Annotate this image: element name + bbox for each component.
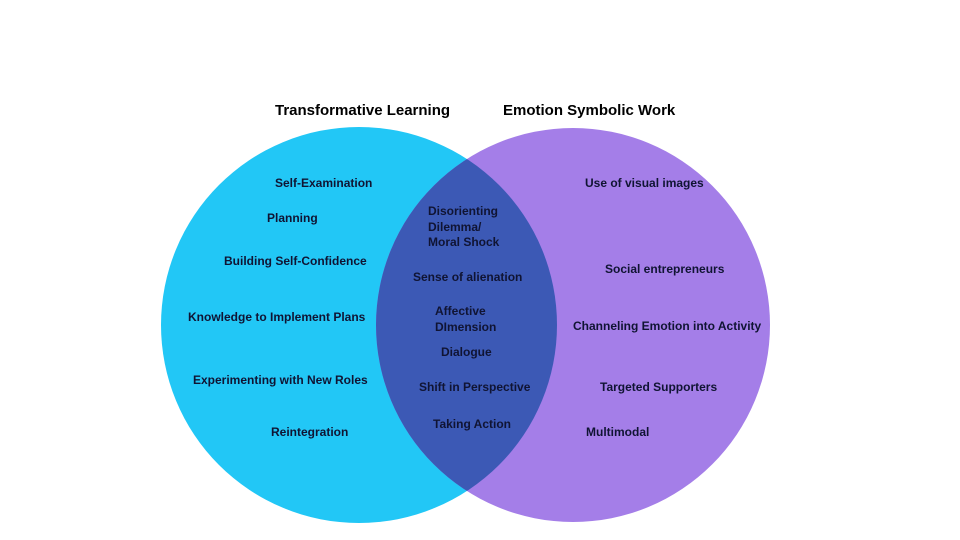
venn-item-right-targeted-supporters: Targeted Supporters <box>600 380 718 394</box>
venn-item-overlap-disorienting-dilemma-moral-shock: Disorienting Dilemma/ Moral Shock <box>428 204 500 249</box>
venn-item-overlap-taking-action: Taking Action <box>433 417 511 431</box>
venn-item-left-experimenting-with-new-roles: Experimenting with New Roles <box>193 373 368 387</box>
venn-item-overlap-shift-in-perspective: Shift in Perspective <box>419 380 531 394</box>
venn-item-overlap-sense-of-alienation: Sense of alienation <box>413 270 523 284</box>
venn-item-right-social-entrepreneurs: Social entrepreneurs <box>605 262 725 276</box>
venn-overlap-region <box>376 128 557 522</box>
left-circle-title: Transformative Learning <box>275 102 451 119</box>
venn-item-overlap-affective-dimension: Affective DImension <box>435 304 497 334</box>
venn-item-right-channeling-emotion-into-activity: Channeling Emotion into Activity <box>573 319 762 333</box>
venn-item-overlap-dialogue: Dialogue <box>441 345 492 359</box>
right-circle-title: Emotion Symbolic Work <box>503 102 676 119</box>
venn-item-left-planning: Planning <box>267 211 318 225</box>
venn-item-left-self-examination: Self-Examination <box>275 176 373 190</box>
venn-item-left-knowledge-to-implement-plans: Knowledge to Implement Plans <box>188 310 366 324</box>
venn-item-right-multimodal: Multimodal <box>586 425 650 439</box>
venn-item-left-building-self-confidence: Building Self-Confidence <box>224 254 367 268</box>
venn-item-left-reintegration: Reintegration <box>271 425 349 439</box>
venn-item-right-use-of-visual-images: Use of visual images <box>585 176 704 190</box>
